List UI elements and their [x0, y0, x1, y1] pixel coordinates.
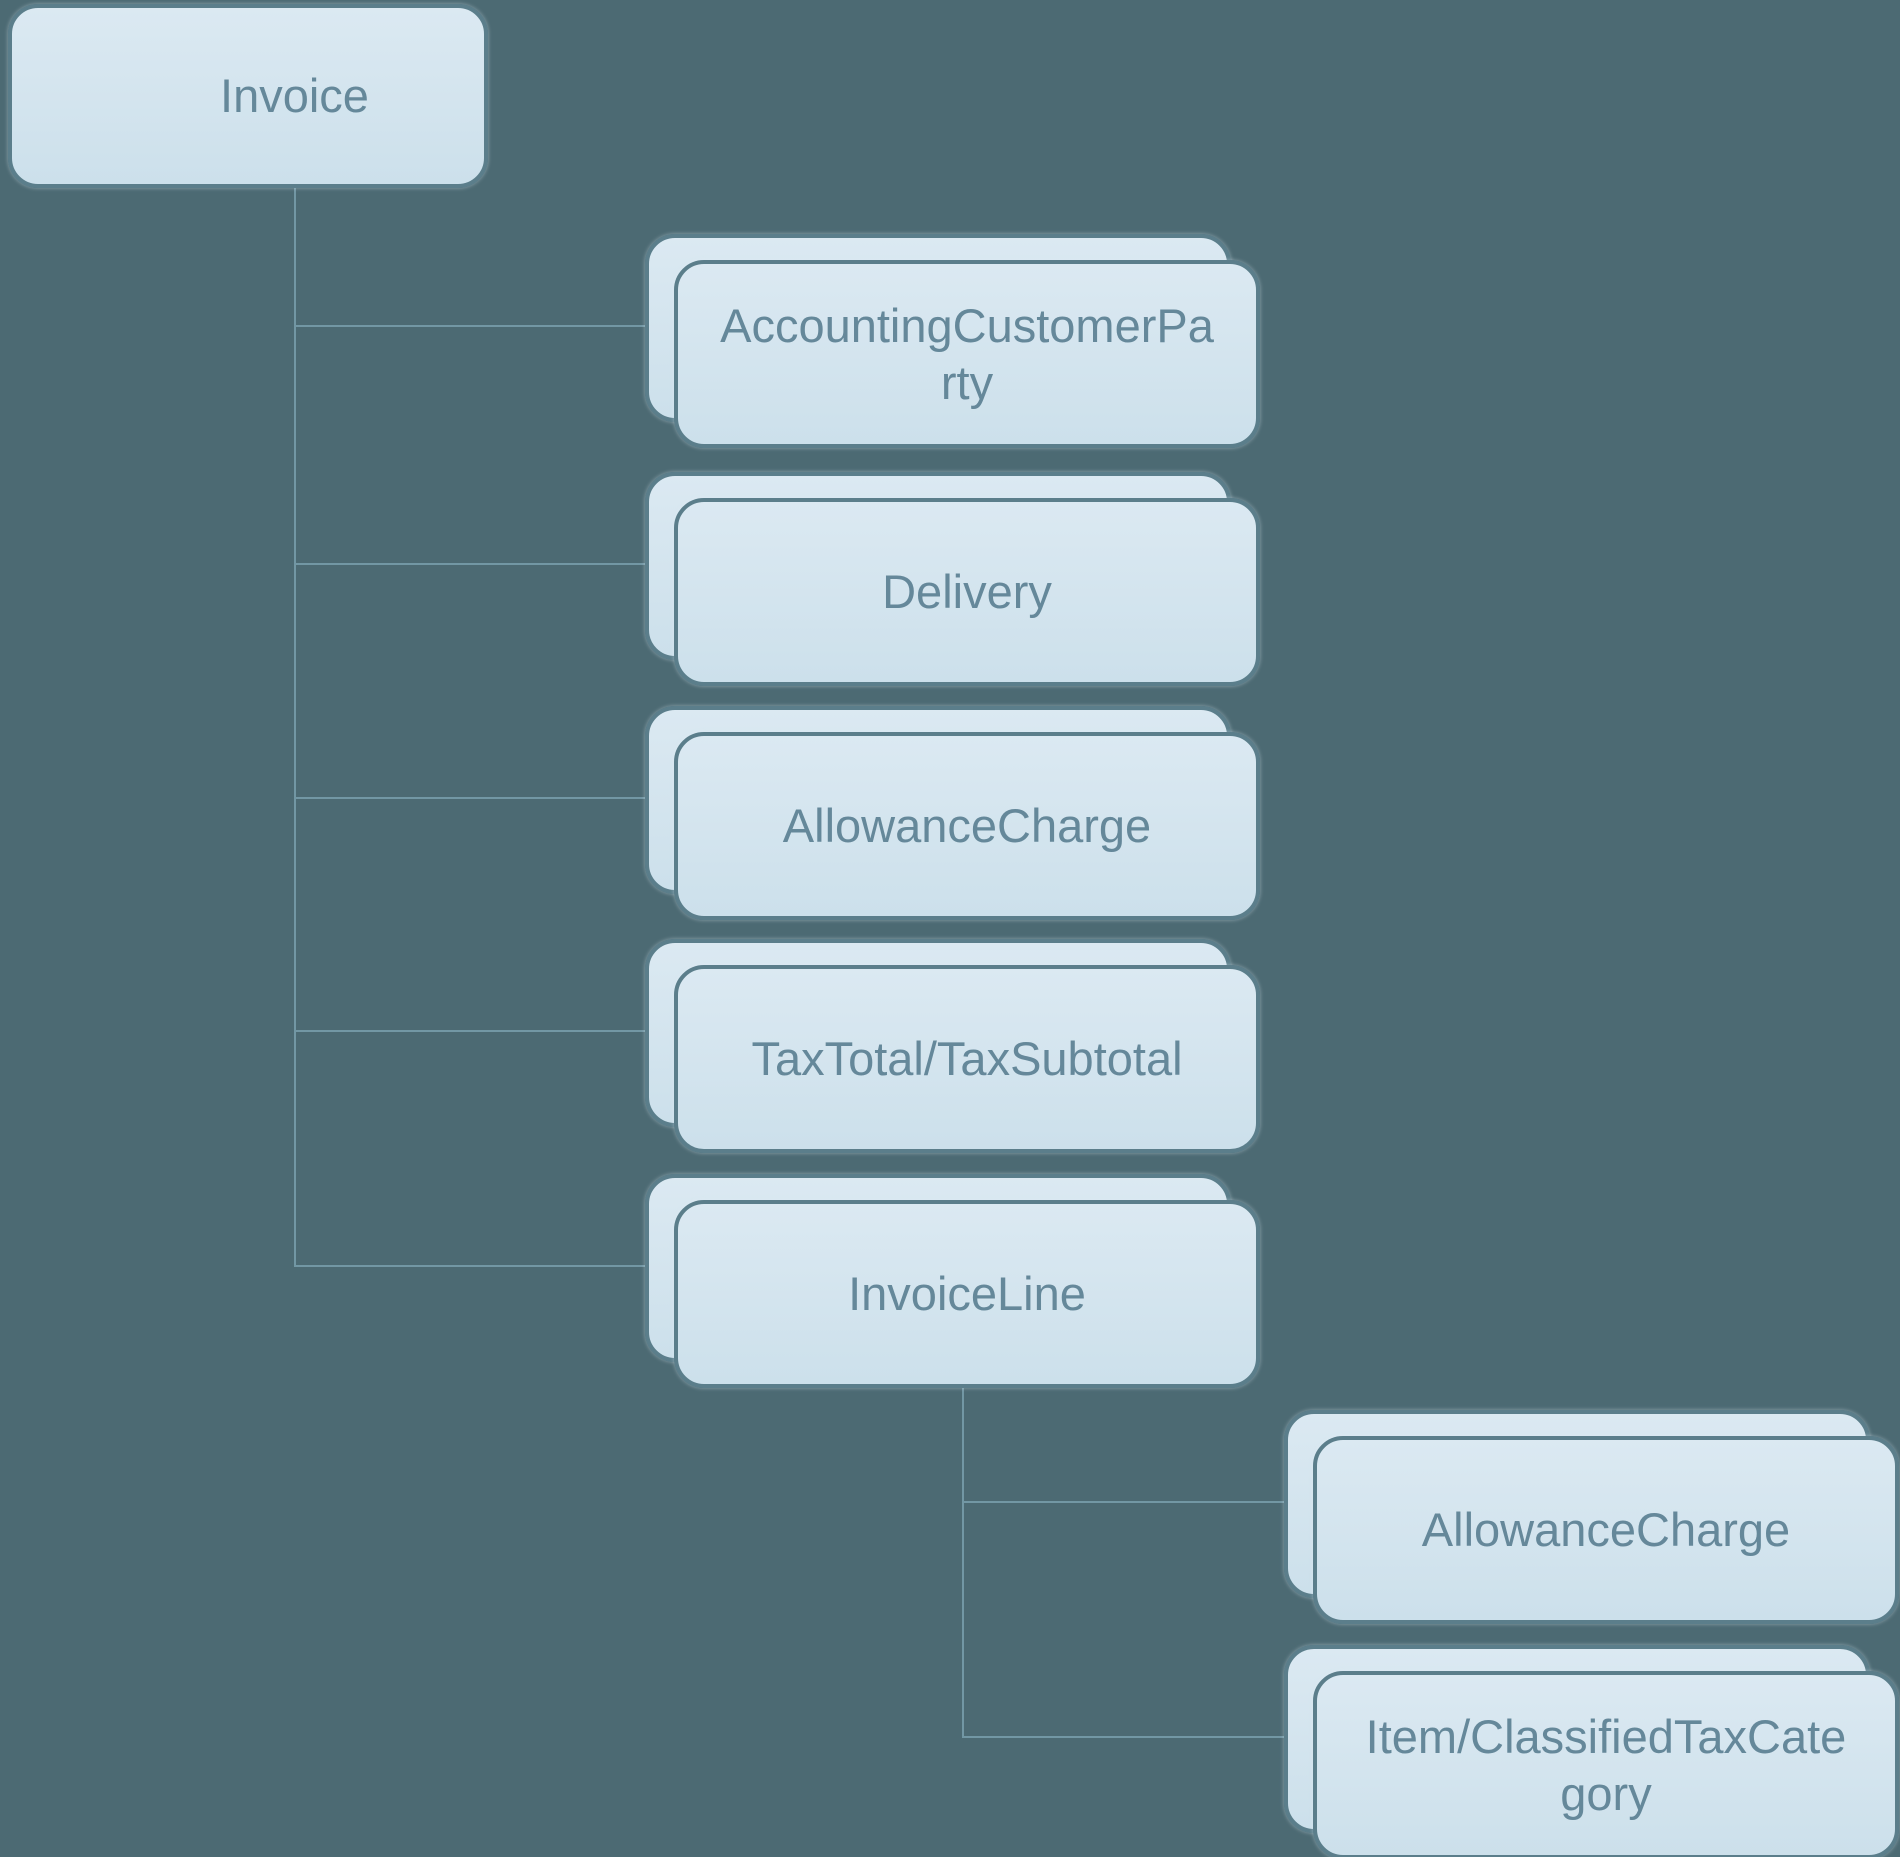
node-invoice-label: Invoice	[220, 69, 369, 123]
connector-invoice-line-trunk	[962, 1386, 964, 1738]
connector-invoice-to-allowance-charge	[295, 797, 649, 799]
stack-front-card: InvoiceLine	[674, 1200, 1260, 1388]
node-delivery-label: Delivery	[882, 565, 1052, 619]
stack-front-card: Delivery	[674, 498, 1260, 686]
connector-invoice-line-to-allowance-charge	[963, 1501, 1289, 1503]
connector-invoice-line-to-item-category	[963, 1736, 1289, 1738]
stack-front-card: AllowanceCharge	[1313, 1436, 1899, 1624]
connector-invoice-to-tax-total	[295, 1030, 649, 1032]
node-tax-total-tax-subtotal-label: TaxTotal/TaxSubtotal	[751, 1032, 1183, 1086]
node-invoice-line-label: InvoiceLine	[848, 1267, 1086, 1321]
connector-invoice-trunk	[294, 184, 296, 1267]
stack-front-card: AccountingCustomerParty	[674, 260, 1260, 448]
connector-invoice-to-delivery	[295, 563, 649, 565]
connector-invoice-to-accounting-customer-party	[295, 325, 649, 327]
node-invoice: Invoice	[8, 4, 488, 188]
stack-front-card: AllowanceCharge	[674, 732, 1260, 920]
node-item-classified-tax-category-label: Item/ClassifiedTaxCategory	[1365, 1709, 1847, 1820]
node-accounting-customer-party-label: AccountingCustomerParty	[720, 298, 1214, 409]
connector-invoice-to-invoice-line	[295, 1265, 649, 1267]
stack-front-card: Item/ClassifiedTaxCategory	[1313, 1671, 1899, 1857]
node-invoice-line-allowance-charge-label: AllowanceCharge	[1421, 1503, 1791, 1557]
node-allowance-charge-label: AllowanceCharge	[782, 799, 1152, 853]
stack-front-card: TaxTotal/TaxSubtotal	[674, 965, 1260, 1153]
